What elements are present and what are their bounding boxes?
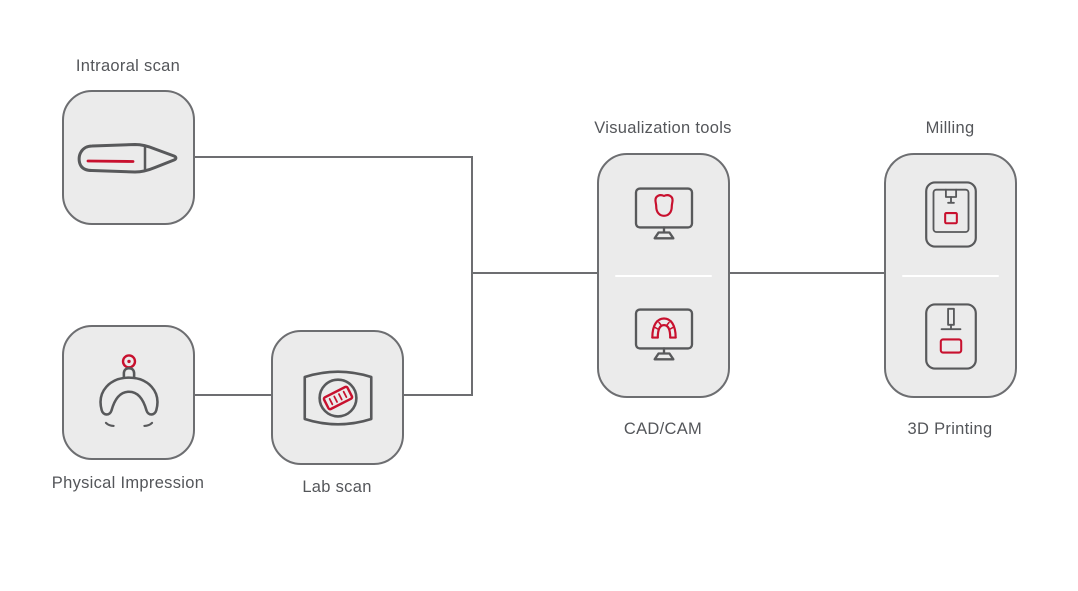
node-intraoral-scan (62, 90, 195, 225)
connector-intraoral-to-junction (195, 156, 473, 158)
node-label-intraoral-scan: Intraoral scan (75, 57, 181, 75)
connector-visualization-to-milling (730, 272, 884, 274)
intraoral-scanner-icon (77, 142, 177, 173)
monitor-denture-icon (634, 308, 693, 361)
node-label-physical-impression: Physical Impression (51, 474, 205, 492)
node-visualization-tools (597, 153, 730, 398)
lab-scanner-icon (302, 370, 373, 425)
impression-tray-icon (98, 353, 159, 427)
monitor-tooth-icon (634, 187, 693, 240)
node-label-3d-printing: 3D Printing (907, 420, 993, 438)
milling-slot-bottom (886, 277, 1015, 397)
3d-printer-icon (924, 303, 977, 370)
node-label-lab-scan: Lab scan (302, 478, 372, 496)
node-physical-impression (62, 325, 195, 460)
node-milling-3d-printing (884, 153, 1017, 398)
milling-divider (902, 274, 999, 277)
milling-machine-icon (924, 181, 977, 248)
node-label-visualization-tools: Visualization tools (594, 119, 732, 137)
milling-slot-top (886, 155, 1015, 275)
visualization-slot-bottom (599, 277, 728, 397)
node-label-milling: Milling (925, 119, 975, 137)
connector-junction-vertical (471, 156, 473, 396)
node-label-cad-cam: CAD/CAM (623, 420, 703, 438)
connector-junction-to-visualization (473, 272, 597, 274)
visualization-slot-top (599, 155, 728, 275)
connector-impression-to-labscan (195, 394, 271, 396)
connector-labscan-to-junction (403, 394, 473, 396)
node-lab-scan (271, 330, 404, 465)
visualization-divider (615, 274, 712, 277)
